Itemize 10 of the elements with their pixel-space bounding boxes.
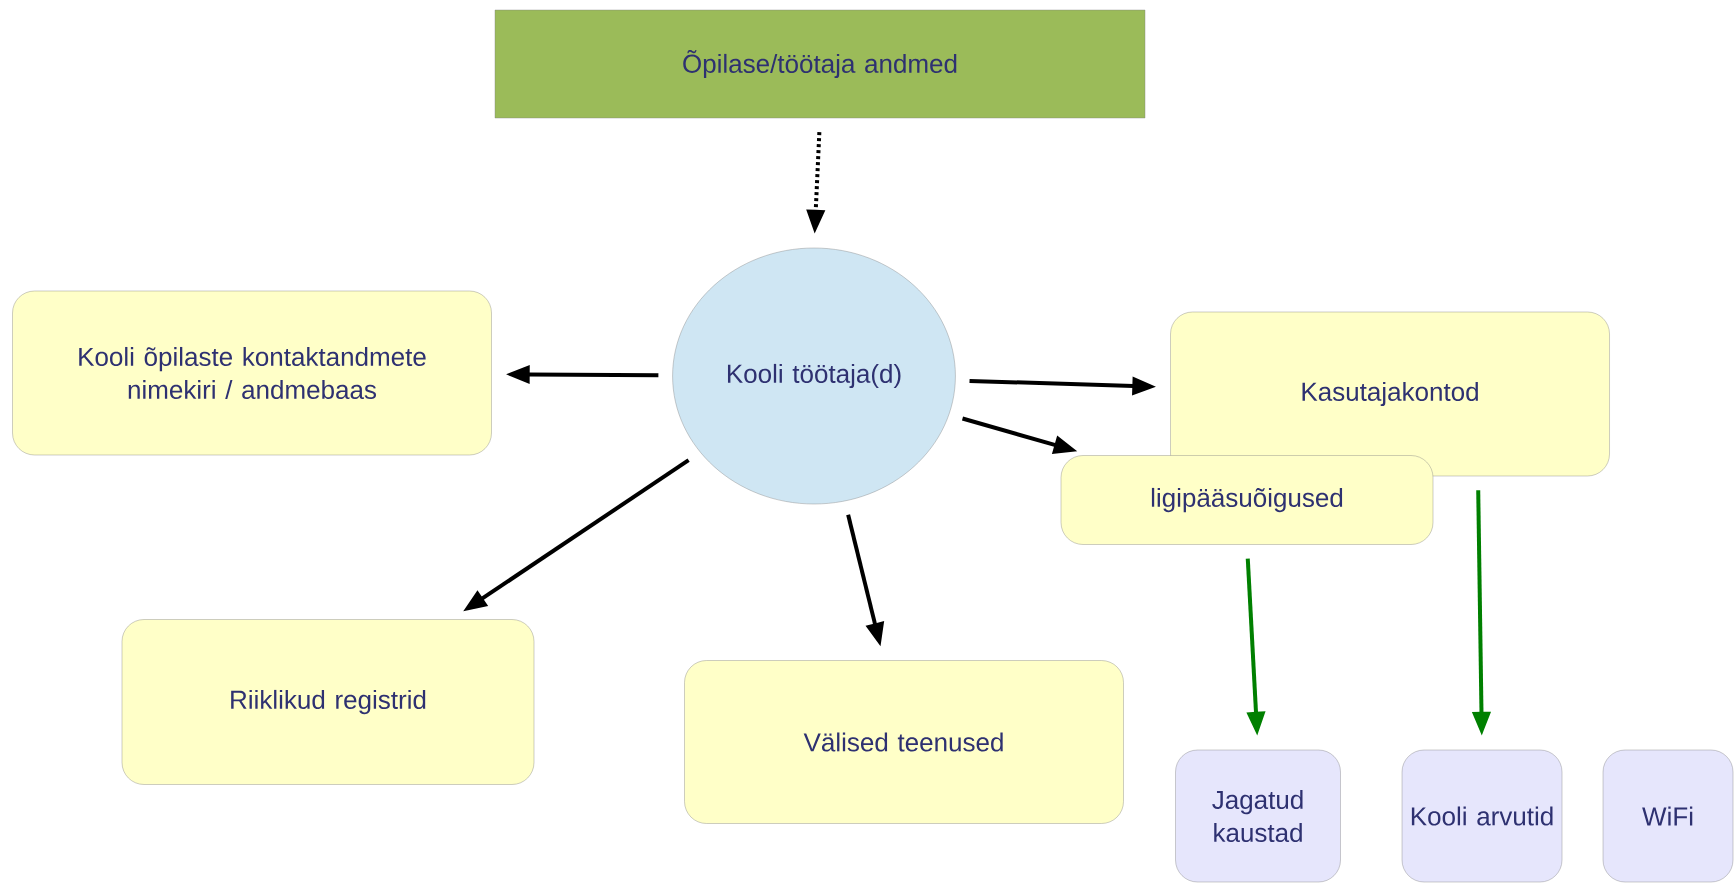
- rounded-box: ligipääsuõigused: [1060, 455, 1434, 545]
- rounded-box: Kasutajakontod: [1170, 311, 1610, 477]
- rounded-box: Jagatud kaustad: [1175, 749, 1341, 883]
- rounded-box: Riiklikud registrid: [121, 619, 535, 785]
- title-box: Õpilase/töötaja andmed: [494, 9, 1146, 119]
- circle-node: Kooli töötaja(d): [672, 247, 956, 505]
- rounded-box: Kooli arvutid: [1401, 749, 1563, 883]
- rounded-box: WiFi: [1602, 749, 1734, 883]
- rounded-box: Välised teenused: [684, 660, 1124, 824]
- rounded-box: Kooli õpilaste kontaktandmete nimekiri / andmebaas: [12, 290, 492, 456]
